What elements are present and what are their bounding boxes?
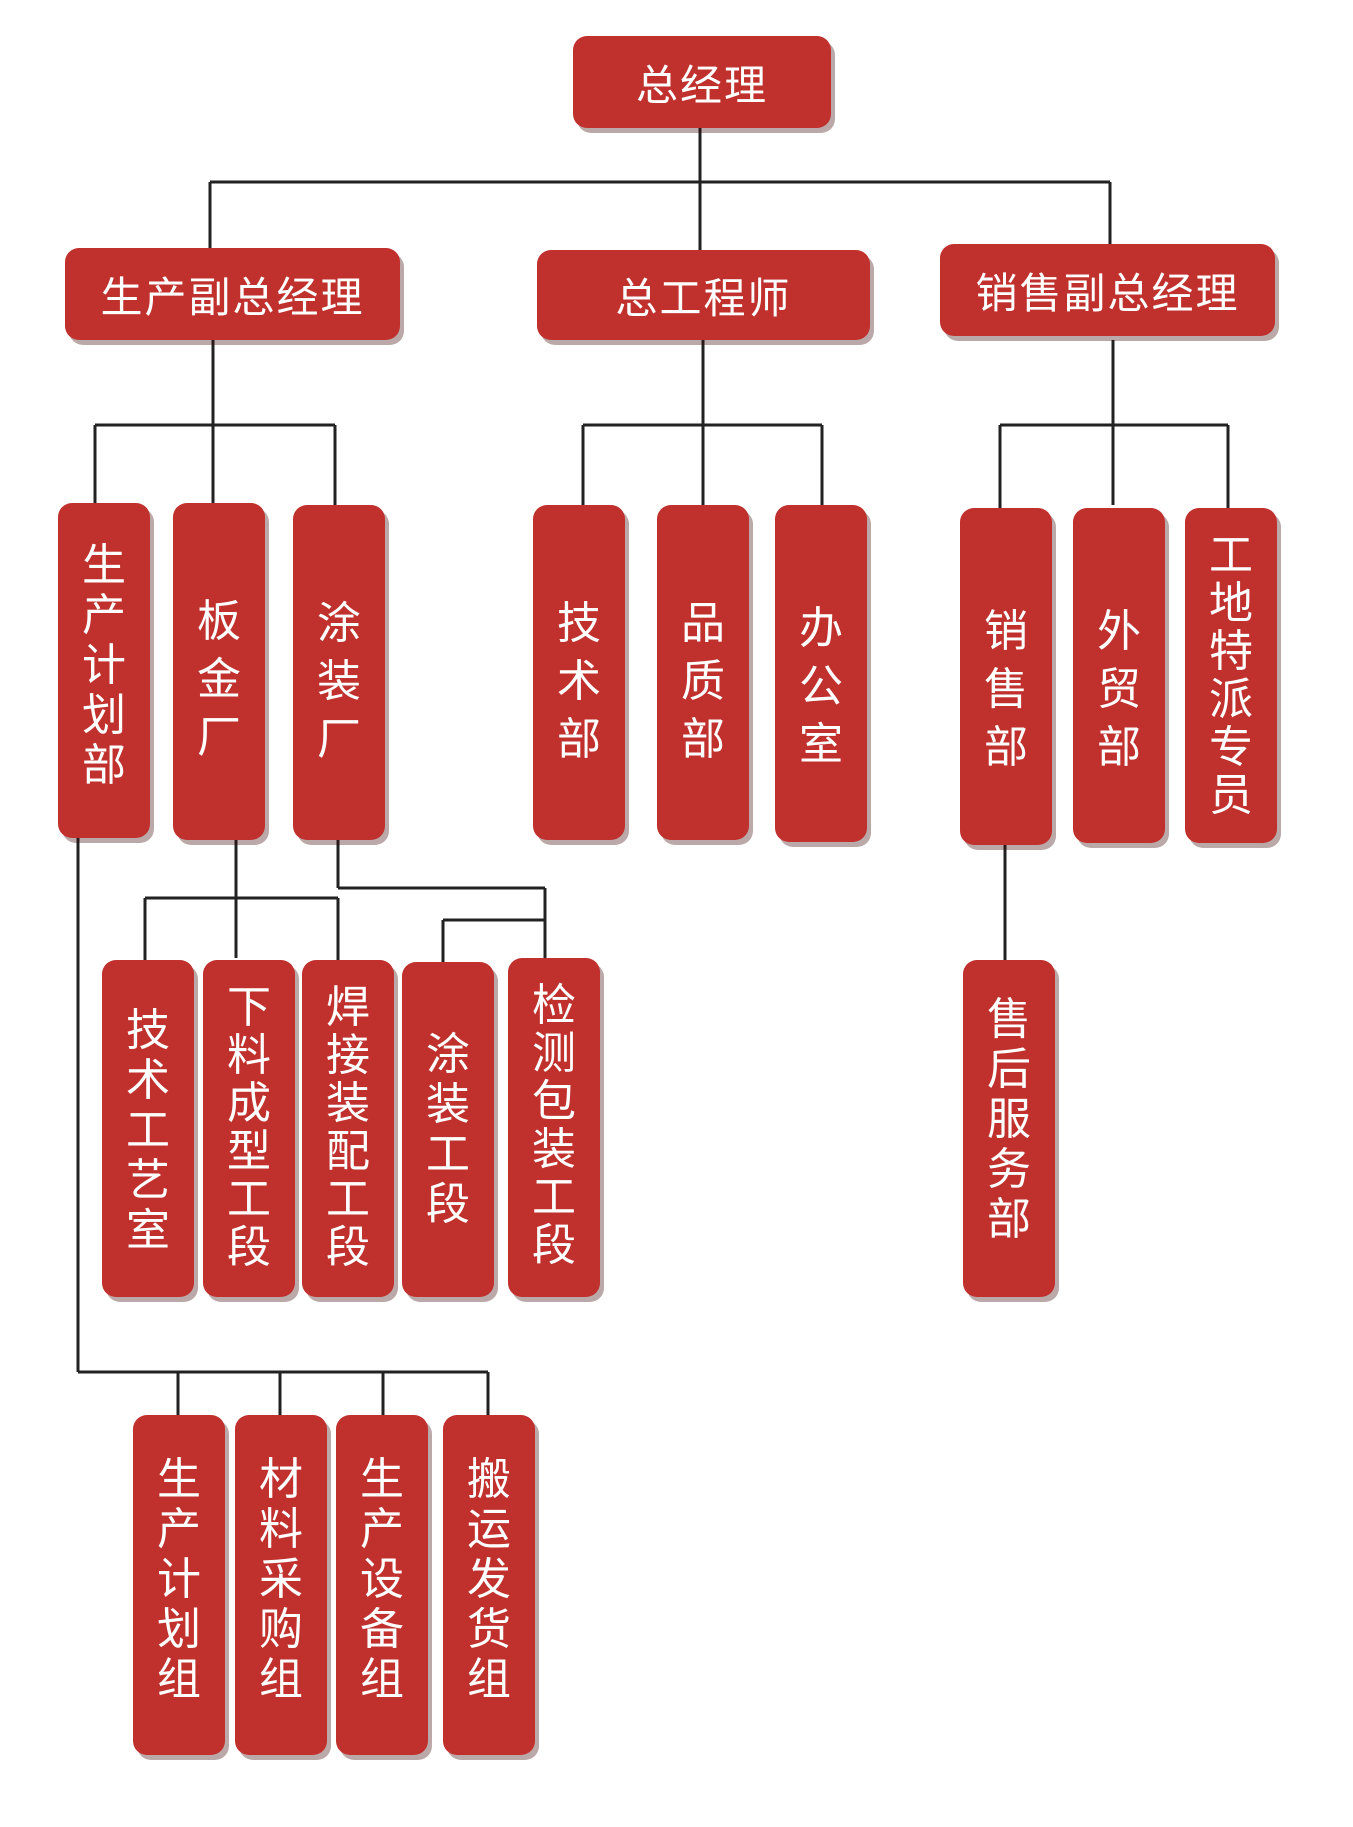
general-manager-box: 总经理 — [573, 36, 831, 128]
production-planning-group-label: 生产计划组 — [157, 1454, 201, 1705]
sales-dept-label: 销售部 — [984, 606, 1028, 773]
coating-plant-box: 涂装厂 — [293, 505, 385, 840]
quality-dept-label: 品质部 — [681, 598, 725, 765]
tech-process-room-box: 技术工艺室 — [102, 960, 194, 1297]
handling-shipping-group-box: 搬运发货组 — [443, 1415, 535, 1755]
technology-dept-label: 技术部 — [557, 598, 601, 765]
coating-section-label: 涂装工段 — [426, 1029, 470, 1230]
office-box: 办公室 — [775, 505, 867, 842]
production-equipment-group-label: 生产设备组 — [360, 1454, 404, 1705]
coating-section-box: 涂装工段 — [402, 962, 494, 1297]
sheet-metal-plant-label: 板金厂 — [197, 596, 241, 763]
material-purchasing-group-box: 材料采购组 — [235, 1415, 327, 1755]
after-sales-dept-label: 售后服务部 — [987, 994, 1031, 1245]
tech-process-room-label: 技术工艺室 — [126, 1005, 170, 1256]
handling-shipping-group-label: 搬运发货组 — [467, 1454, 511, 1705]
vp-sales-box: 销售副总经理 — [940, 244, 1275, 336]
sales-dept-box: 销售部 — [960, 508, 1052, 845]
chief-engineer-box: 总工程师 — [537, 250, 870, 340]
foreign-trade-dept-box: 外贸部 — [1073, 508, 1165, 843]
quality-dept-box: 品质部 — [657, 505, 749, 840]
office-label: 办公室 — [799, 603, 843, 770]
chief-engineer-label: 总工程师 — [615, 273, 792, 323]
site-commissioner-box: 工地特派专员 — [1185, 508, 1277, 843]
material-purchasing-group-label: 材料采购组 — [259, 1454, 303, 1705]
production-planning-group-box: 生产计划组 — [133, 1415, 225, 1755]
welding-assembly-section-box: 焊接装配工段 — [302, 960, 394, 1297]
vp-sales-label: 销售副总经理 — [975, 268, 1240, 318]
cutting-forming-section-box: 下料成型工段 — [203, 960, 295, 1297]
general-manager-label: 总经理 — [635, 60, 768, 110]
sheet-metal-plant-box: 板金厂 — [173, 503, 265, 840]
technology-dept-box: 技术部 — [533, 505, 625, 840]
inspection-packing-section-label: 检测包装工段 — [532, 980, 576, 1271]
welding-assembly-section-label: 焊接装配工段 — [326, 982, 370, 1273]
site-commissioner-label: 工地特派专员 — [1209, 530, 1253, 821]
production-equipment-group-box: 生产设备组 — [336, 1415, 428, 1755]
vp-production-box: 生产副总经理 — [65, 248, 400, 340]
foreign-trade-dept-label: 外贸部 — [1097, 606, 1141, 773]
inspection-packing-section-box: 检测包装工段 — [508, 958, 600, 1297]
cutting-forming-section-label: 下料成型工段 — [227, 982, 271, 1273]
after-sales-dept-box: 售后服务部 — [963, 960, 1055, 1297]
coating-plant-label: 涂装厂 — [317, 598, 361, 765]
production-planning-dept-label: 生产计划部 — [82, 540, 126, 791]
vp-production-label: 生产副总经理 — [100, 272, 365, 322]
production-planning-dept-box: 生产计划部 — [58, 503, 150, 838]
